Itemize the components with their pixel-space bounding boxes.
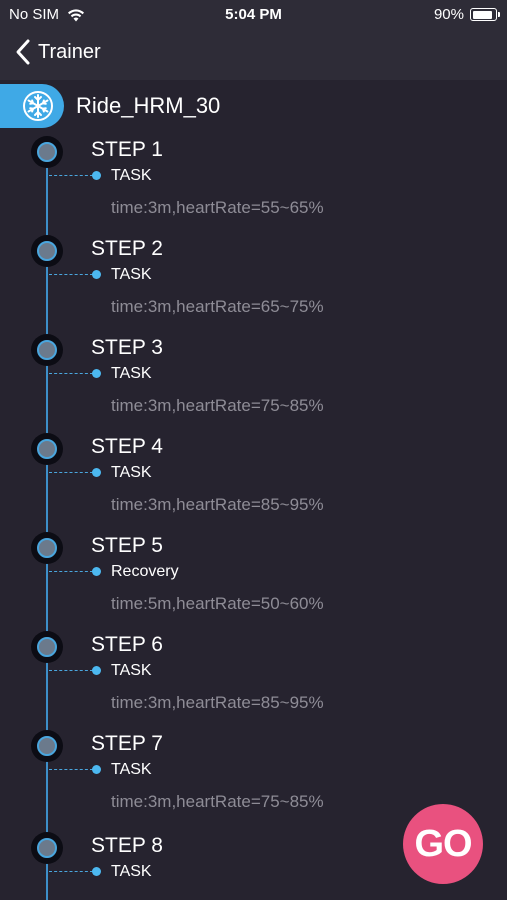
status-left: No SIM xyxy=(9,6,85,23)
task-detail: time:3m,heartRate=75~85% xyxy=(111,792,324,811)
task-connector xyxy=(49,670,93,671)
program-name: Ride_HRM_30 xyxy=(76,93,221,118)
timeline-line xyxy=(46,160,48,900)
step-node-icon xyxy=(31,136,63,168)
task-connector xyxy=(49,373,93,374)
step-node-icon xyxy=(31,433,63,465)
step-node-icon xyxy=(31,235,63,267)
task-connector xyxy=(49,274,93,275)
step-title: STEP 8 xyxy=(91,834,163,857)
step-node-icon xyxy=(31,832,63,864)
step-title: STEP 7 xyxy=(91,732,163,755)
task-dot-icon xyxy=(92,765,101,774)
battery-percent: 90% xyxy=(433,6,464,23)
task-label: TASK xyxy=(111,464,152,481)
step-title: STEP 5 xyxy=(91,534,163,557)
battery-nub xyxy=(498,12,500,17)
program-icon-tab xyxy=(0,84,64,128)
task-label: TASK xyxy=(111,266,152,283)
step-title: STEP 1 xyxy=(91,138,163,161)
step-title: STEP 6 xyxy=(91,633,163,656)
task-dot-icon xyxy=(92,369,101,378)
task-label: TASK xyxy=(111,761,152,778)
step-item[interactable]: STEP 5 Recovery time:5m,heartRate=50~60% xyxy=(0,532,507,634)
step-node-icon xyxy=(31,730,63,762)
step-item[interactable]: STEP 6 TASK time:3m,heartRate=85~95% xyxy=(0,631,507,733)
step-title: STEP 2 xyxy=(91,237,163,260)
task-label: TASK xyxy=(111,662,152,679)
step-item[interactable]: STEP 3 TASK time:3m,heartRate=75~85% xyxy=(0,334,507,436)
task-detail: time:5m,heartRate=50~60% xyxy=(111,594,324,613)
battery-fill xyxy=(472,10,492,19)
wifi-icon xyxy=(68,8,85,21)
task-detail: time:3m,heartRate=85~95% xyxy=(111,693,324,712)
task-connector xyxy=(49,472,93,473)
status-bar: No SIM 5:04 PM 90% xyxy=(0,0,507,28)
step-title: STEP 3 xyxy=(91,336,163,359)
task-dot-icon xyxy=(92,171,101,180)
nav-bar: Trainer xyxy=(0,28,507,80)
task-dot-icon xyxy=(92,867,101,876)
task-dot-icon xyxy=(92,270,101,279)
task-dot-icon xyxy=(92,567,101,576)
step-item[interactable]: STEP 7 TASK time:3m,heartRate=75~85% xyxy=(0,730,507,832)
task-detail: time:3m,heartRate=75~85% xyxy=(111,396,324,415)
back-label: Trainer xyxy=(38,40,101,63)
step-title: STEP 4 xyxy=(91,435,163,458)
step-item[interactable]: STEP 1 TASK time:3m,heartRate=55~65% xyxy=(0,136,507,238)
battery-icon xyxy=(470,8,500,21)
status-time: 5:04 PM xyxy=(225,6,282,23)
snowflake-icon xyxy=(23,91,53,121)
task-connector xyxy=(49,769,93,770)
task-label: TASK xyxy=(111,167,152,184)
step-item[interactable]: STEP 2 TASK time:3m,heartRate=65~75% xyxy=(0,235,507,337)
chevron-left-icon xyxy=(16,39,30,65)
task-detail: time:3m,heartRate=85~95% xyxy=(111,495,324,514)
task-connector xyxy=(49,571,93,572)
task-connector xyxy=(49,871,93,872)
carrier-label: No SIM xyxy=(9,6,60,23)
status-right: 90% xyxy=(433,6,500,23)
task-detail: time:3m,heartRate=55~65% xyxy=(111,198,324,217)
task-label: TASK xyxy=(111,863,152,880)
back-button[interactable]: Trainer xyxy=(14,38,101,66)
task-detail: time:3m,heartRate=65~75% xyxy=(111,297,324,316)
step-node-icon xyxy=(31,631,63,663)
task-dot-icon xyxy=(92,666,101,675)
task-label: TASK xyxy=(111,365,152,382)
program-header: Ride_HRM_30 xyxy=(0,84,507,128)
step-node-icon xyxy=(31,532,63,564)
go-button[interactable]: GO xyxy=(403,804,483,884)
step-item[interactable]: STEP 8 TASK xyxy=(0,832,507,900)
task-label: Recovery xyxy=(111,563,179,580)
step-node-icon xyxy=(31,334,63,366)
step-item[interactable]: STEP 4 TASK time:3m,heartRate=85~95% xyxy=(0,433,507,535)
task-dot-icon xyxy=(92,468,101,477)
task-connector xyxy=(49,175,93,176)
